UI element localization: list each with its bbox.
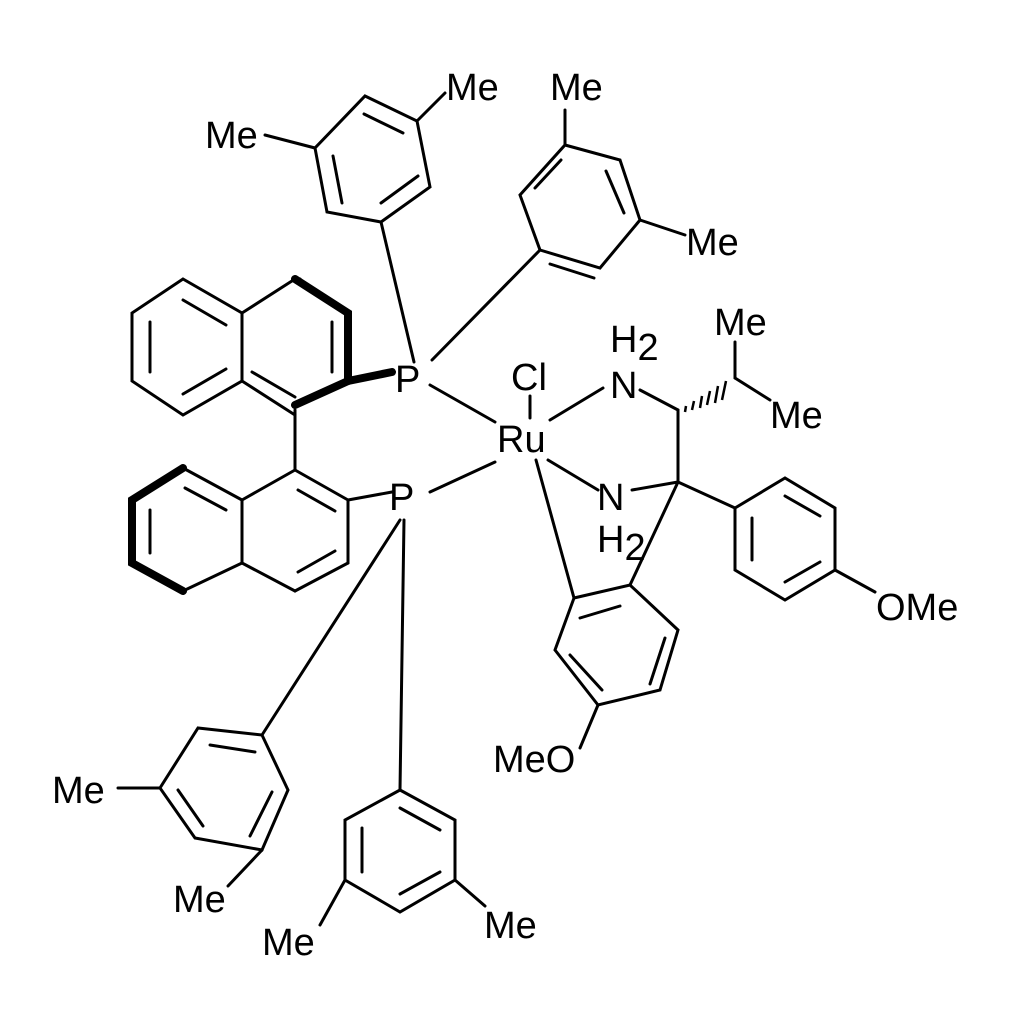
aryl-ring-lower-middle [318,518,487,927]
upper-naphthalene [130,275,396,417]
anisyl-ring-bottom [534,458,680,750]
meo-label-bottom: MeO [493,739,575,781]
ru-n-lower-bond [546,458,600,492]
p-lower-ru-bond [428,460,497,494]
p-upper-label: P [395,359,420,401]
p-lower-label: P [389,477,414,519]
anisyl-ring-right [676,476,877,602]
n-lower-c-bond [630,480,680,492]
ru-label: Ru [497,419,546,461]
n-upper-h-label: H2 [610,319,659,369]
me-label-6: Me [173,879,226,921]
me-label-7: Me [262,922,315,964]
aryl-ring-upper-left [263,91,447,364]
p-upper-ru-bond [428,383,497,424]
me-label-ipr-bottom: Me [770,395,823,437]
n-upper-label: N [610,365,637,407]
lower-naphthalene [128,464,394,595]
n-upper-c-bond [638,388,680,412]
aryl-ring-lower-left [116,518,402,888]
me-label-8: Me [484,905,537,947]
hashed-wedge [683,380,728,413]
me-label-1: Me [205,115,258,157]
cl-label: Cl [511,357,547,399]
ipr-bond-bottom [733,376,772,402]
ru-n-upper-bond [548,386,605,422]
me-label-2: Me [446,67,499,109]
me-label-4: Me [686,222,739,264]
n-lower-h-label: H2 [597,519,646,569]
me-label-ipr-top: Me [714,302,767,344]
me-label-3: Me [550,67,603,109]
n-lower-label: N [597,477,624,519]
ome-label-right: OMe [876,587,958,629]
me-label-5: Me [52,770,105,812]
aryl-ring-upper-right [430,108,687,362]
